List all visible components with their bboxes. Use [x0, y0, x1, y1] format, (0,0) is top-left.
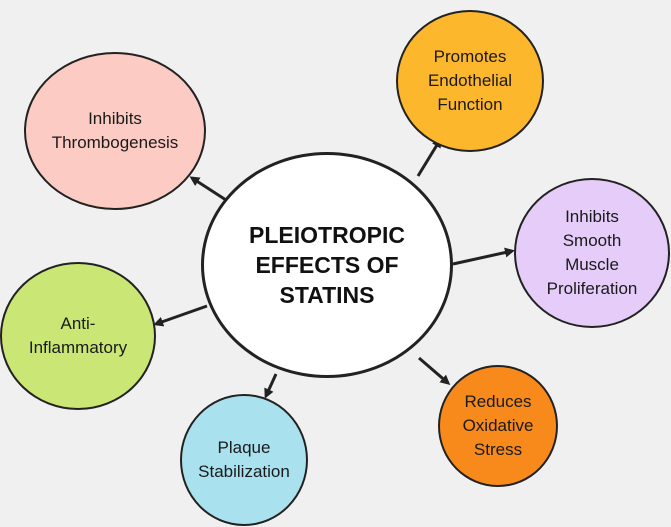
arrow-to-inflammatory: [153, 304, 208, 327]
effect-label: Anti- Inflammatory: [28, 314, 128, 357]
arrow-to-oxidative: [418, 356, 451, 385]
arrow-to-smooth-muscle: [452, 247, 515, 266]
arrow-to-plaque: [264, 373, 278, 399]
central-label: PLEIOTROPIC EFFECTS OF STATINS: [249, 222, 405, 308]
central-node-pleiotropic-effects: PLEIOTROPIC EFFECTS OF STATINS: [201, 152, 453, 378]
effect-promotes-endothelial-function: Promotes Endothelial Function: [396, 10, 544, 152]
effect-inhibits-smooth-muscle-proliferation: Inhibits Smooth Muscle Proliferation: [514, 178, 670, 328]
effect-plaque-stabilization: Plaque Stabilization: [180, 394, 308, 526]
effect-label: Promotes Endothelial Function: [427, 47, 513, 114]
effect-anti-inflammatory: Anti- Inflammatory: [0, 262, 156, 410]
effect-inhibits-thrombogenesis: Inhibits Thrombogenesis: [24, 52, 206, 210]
effect-label: Plaque Stabilization: [198, 438, 290, 481]
effect-label: Inhibits Smooth Muscle Proliferation: [546, 207, 638, 298]
effect-reduces-oxidative-stress: Reduces Oxidative Stress: [438, 365, 558, 487]
effect-label: Inhibits Thrombogenesis: [51, 109, 179, 152]
effect-label: Reduces Oxidative Stress: [462, 392, 534, 459]
arrow-to-thrombogenesis: [189, 176, 227, 202]
arrow-to-endothelial: [416, 137, 442, 177]
